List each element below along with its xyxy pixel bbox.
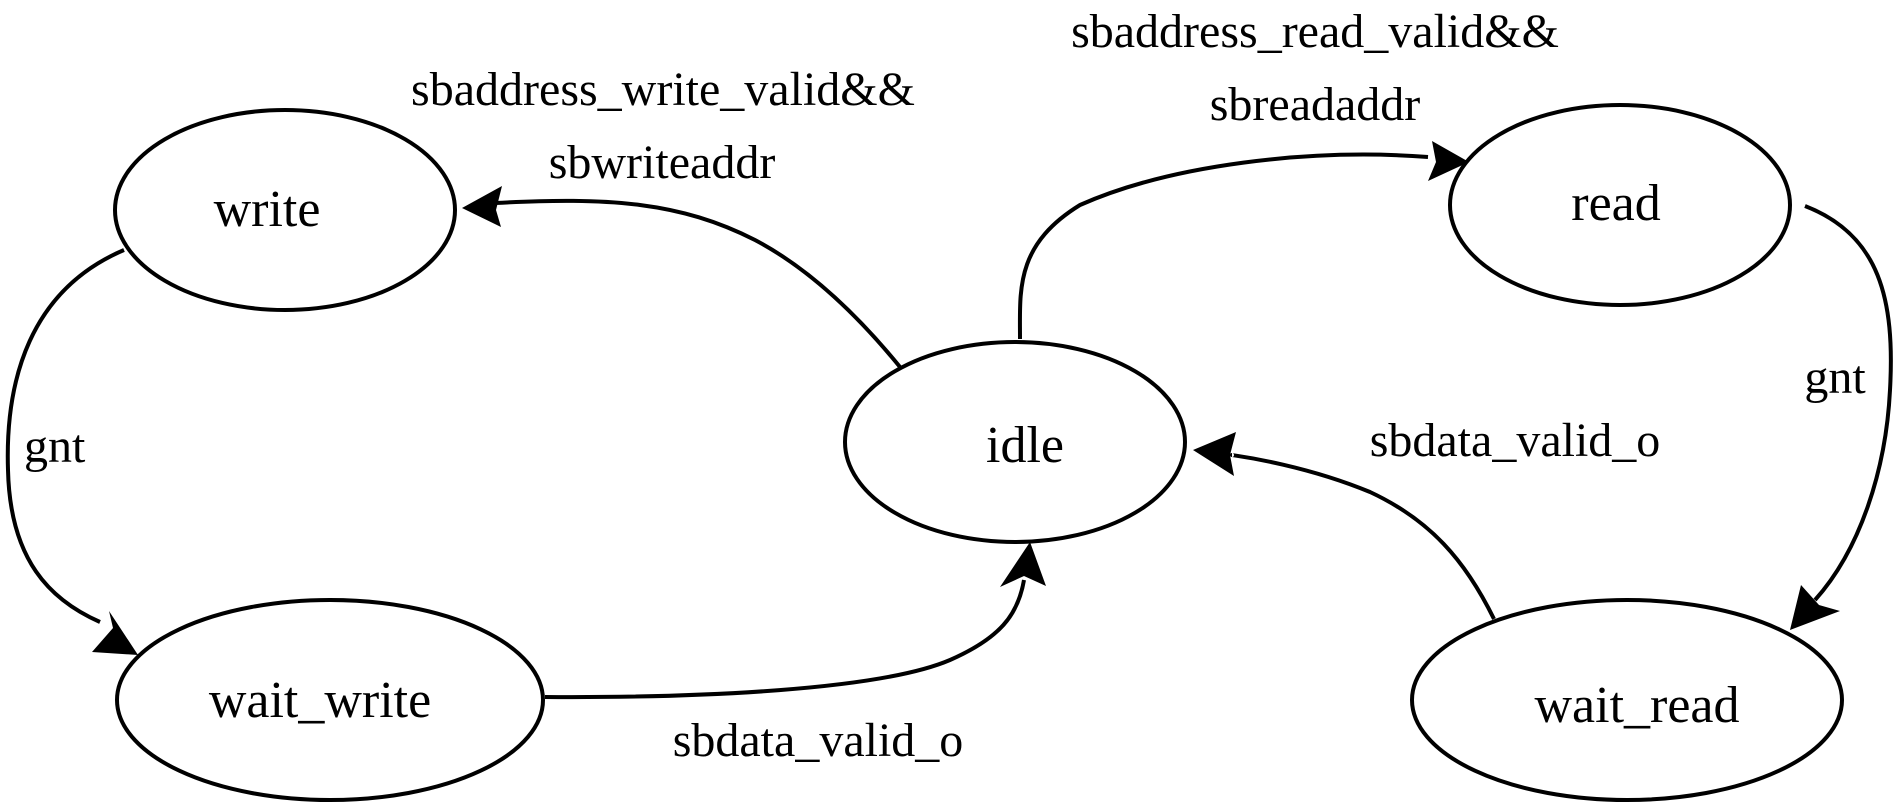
edge-label-wait-read-to-idle: sbdata_valid_o <box>1370 414 1661 467</box>
state-write-label: write <box>214 181 321 238</box>
state-read: read <box>1448 103 1792 307</box>
state-write: write <box>113 108 457 312</box>
edge-label-write-to-wait-write: gnt <box>24 420 86 473</box>
state-wait-read: wait_read <box>1410 598 1844 802</box>
state-read-shape <box>1448 103 1792 307</box>
arrowhead-idle-to-read <box>1428 141 1469 181</box>
arrowhead-write-to-wait-write <box>92 611 138 655</box>
state-wait-write-shape <box>115 598 545 802</box>
arrowhead-wait-read-to-idle <box>1193 432 1236 476</box>
edge-wait-read-to-idle <box>1229 453 1496 620</box>
edge-label-idle-to-write-line-1: sbaddress_write_valid&& <box>411 63 915 116</box>
state-read-label: read <box>1571 175 1660 232</box>
state-idle: idle <box>843 340 1187 544</box>
edge-label-idle-to-read-line-1: sbaddress_read_valid&& <box>1071 5 1559 58</box>
edge-label-read-to-wait-read: gnt <box>1804 351 1866 404</box>
edge-label-idle-to-read-line-2: sbreadaddr <box>1210 78 1421 131</box>
state-wait-write-label: wait_write <box>209 672 431 729</box>
edge-wait-write-to-idle <box>544 579 1026 700</box>
arrowhead-idle-to-write <box>462 186 502 227</box>
state-write-shape <box>113 108 457 312</box>
state-wait-read-label: wait_read <box>1534 677 1739 734</box>
arrowhead-read-to-wait-read <box>1790 585 1840 630</box>
edge-write-to-wait-write <box>5 248 125 624</box>
state-idle-label: idle <box>986 417 1064 474</box>
edge-label-idle-to-write-line-2: sbwriteaddr <box>549 136 776 189</box>
state-wait-write: wait_write <box>115 598 545 802</box>
edge-idle-to-write <box>494 198 902 369</box>
edge-idle-to-read <box>1017 152 1429 340</box>
state-idle-shape <box>843 340 1187 544</box>
arrowhead-wait-write-to-idle <box>1000 542 1046 587</box>
state-wait-read-shape <box>1410 598 1844 802</box>
edge-read-to-wait-read <box>1804 204 1893 602</box>
edge-label-wait-write-to-idle: sbdata_valid_o <box>673 714 964 767</box>
